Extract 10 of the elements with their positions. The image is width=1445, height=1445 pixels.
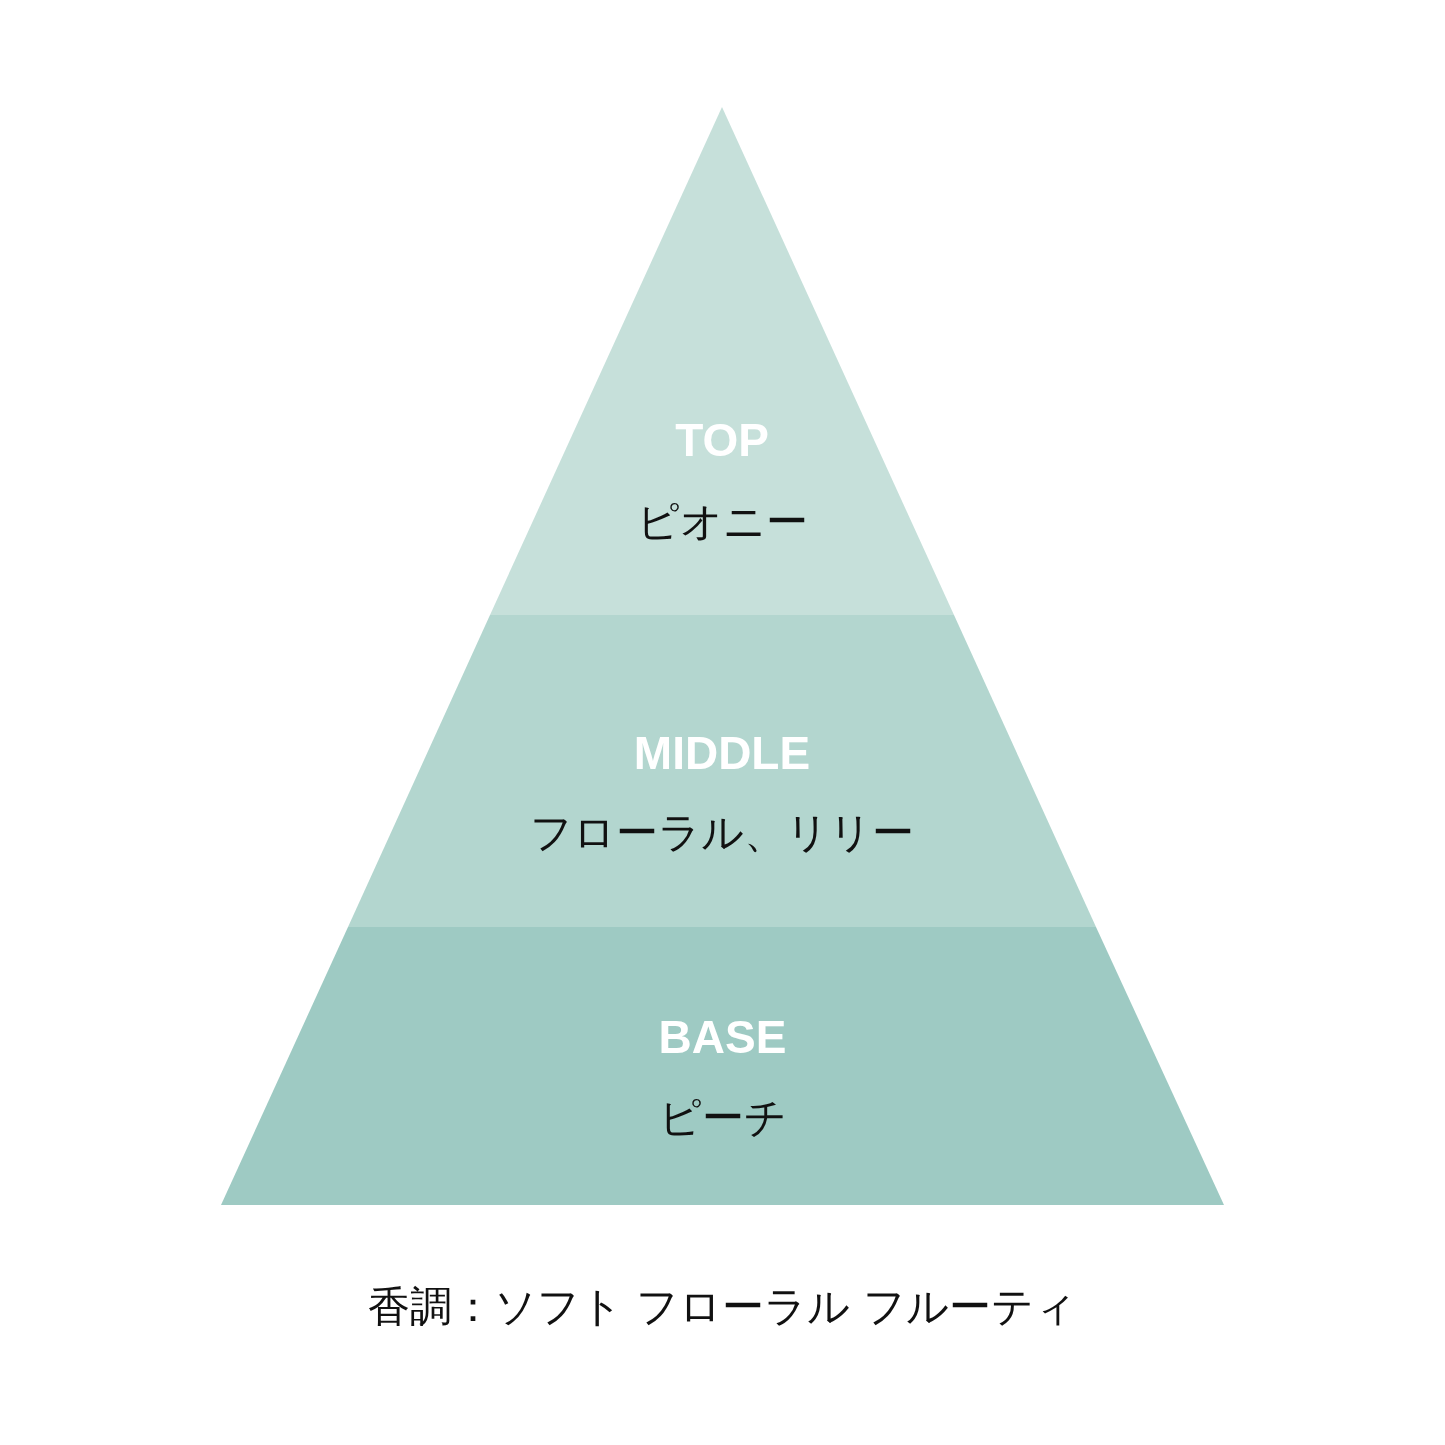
caption: 香調：ソフト フローラル フルーティ [367,1282,1078,1332]
tier-heading: TOP [675,413,769,467]
tier-notes: ピオニー [636,497,808,547]
pyramid-tier [490,107,954,615]
tier-notes: フローラル、リリー [530,808,914,858]
pyramid-tier [221,927,1224,1205]
tier-notes: ピーチ [658,1093,787,1143]
pyramid-tier [348,615,1096,927]
tier-heading: BASE [658,1010,787,1064]
tier-heading: MIDDLE [633,726,811,780]
